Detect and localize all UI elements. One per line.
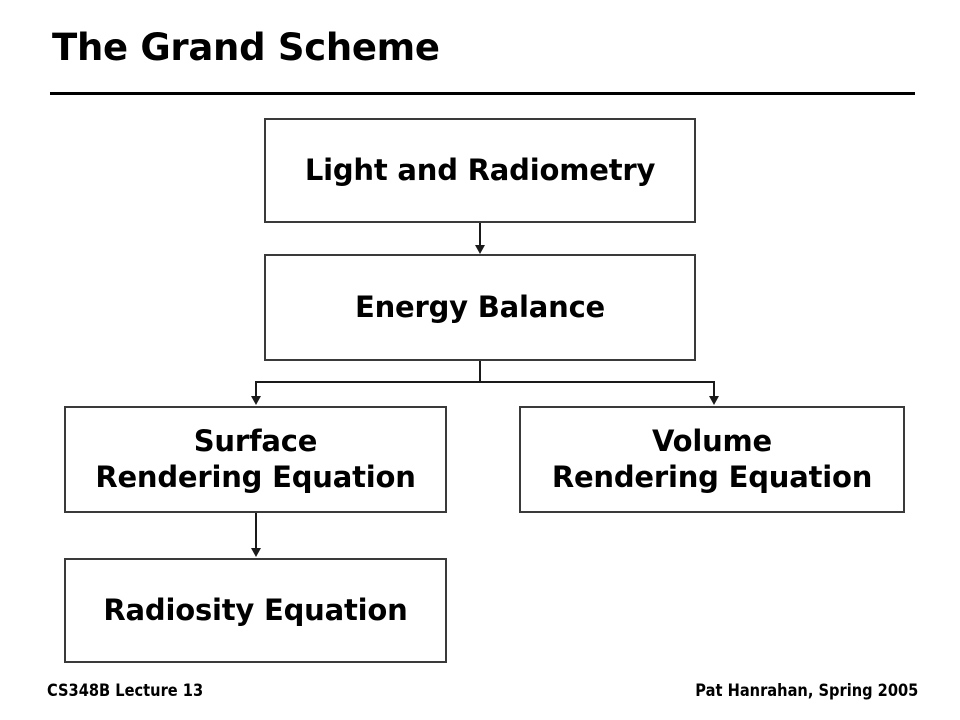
diagram-node-radiosity-equation: Radiosity Equation xyxy=(64,558,447,663)
arrowhead-bus-to-surface xyxy=(251,396,261,405)
footer-author-label: Pat Hanrahan, Spring 2005 xyxy=(694,681,918,701)
diagram-node-energy-balance: Energy Balance xyxy=(264,254,696,361)
page-title: The Grand Scheme xyxy=(52,26,440,69)
diagram-node-light-and-radiometry: Light and Radiometry xyxy=(264,118,696,223)
footer-course-label: CS348B Lecture 13 xyxy=(47,681,204,701)
connector-bus-to-surface xyxy=(255,381,257,399)
connector-split-bus xyxy=(255,381,715,383)
connector-surface-to-radiosity xyxy=(255,513,257,551)
connector-light-to-energy xyxy=(479,223,481,248)
diagram-node-volume-rendering-equation: Volume Rendering Equation xyxy=(519,406,905,513)
arrowhead-light-to-energy xyxy=(475,245,485,254)
arrowhead-surface-to-radiosity xyxy=(251,548,261,557)
connector-bus-to-volume xyxy=(713,381,715,399)
connector-energy-stem xyxy=(479,361,481,383)
diagram-node-surface-rendering-equation: Surface Rendering Equation xyxy=(64,406,447,513)
title-divider xyxy=(50,92,915,95)
arrowhead-bus-to-volume xyxy=(709,396,719,405)
